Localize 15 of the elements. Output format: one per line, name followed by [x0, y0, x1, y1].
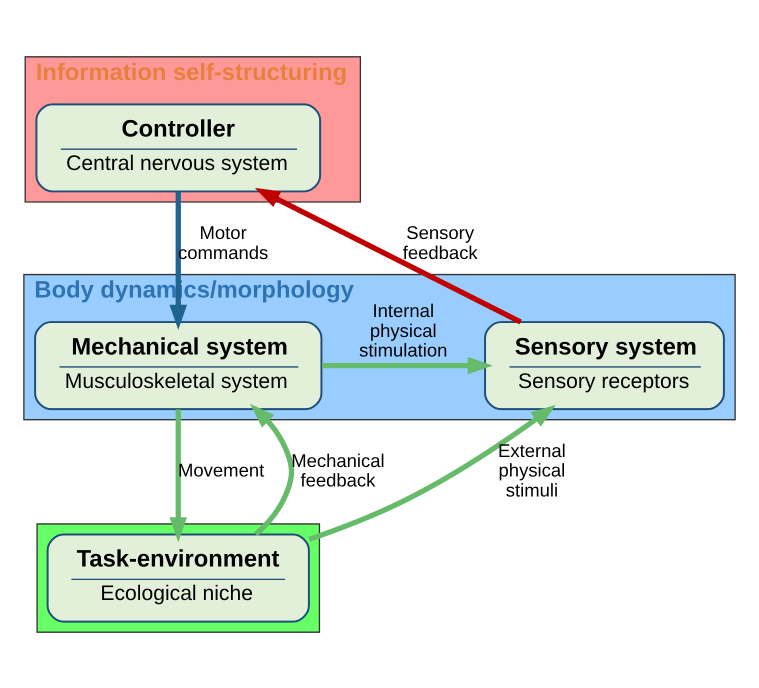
edge-label: Sensory feedback: [402, 222, 478, 262]
edge-label: Mechanical feedback: [291, 449, 385, 490]
arrow: [254, 187, 522, 324]
edge-label: Internal physical stimulation: [359, 300, 448, 360]
node-box: Sensory system Sensory receptors: [484, 320, 725, 410]
node-box: Mechanical system Musculoskeletal system: [34, 320, 322, 410]
edge-label: External physical stimuli: [498, 439, 566, 500]
arrow: [322, 356, 493, 374]
arrow: [169, 191, 188, 330]
arrow: [308, 404, 556, 542]
cluster: [36, 522, 320, 632]
arrow: [250, 403, 294, 536]
node-box: Controller Central nervous system: [35, 102, 322, 192]
node-box: Task-environment Ecological niche: [46, 533, 310, 622]
arrow: [169, 408, 188, 542]
